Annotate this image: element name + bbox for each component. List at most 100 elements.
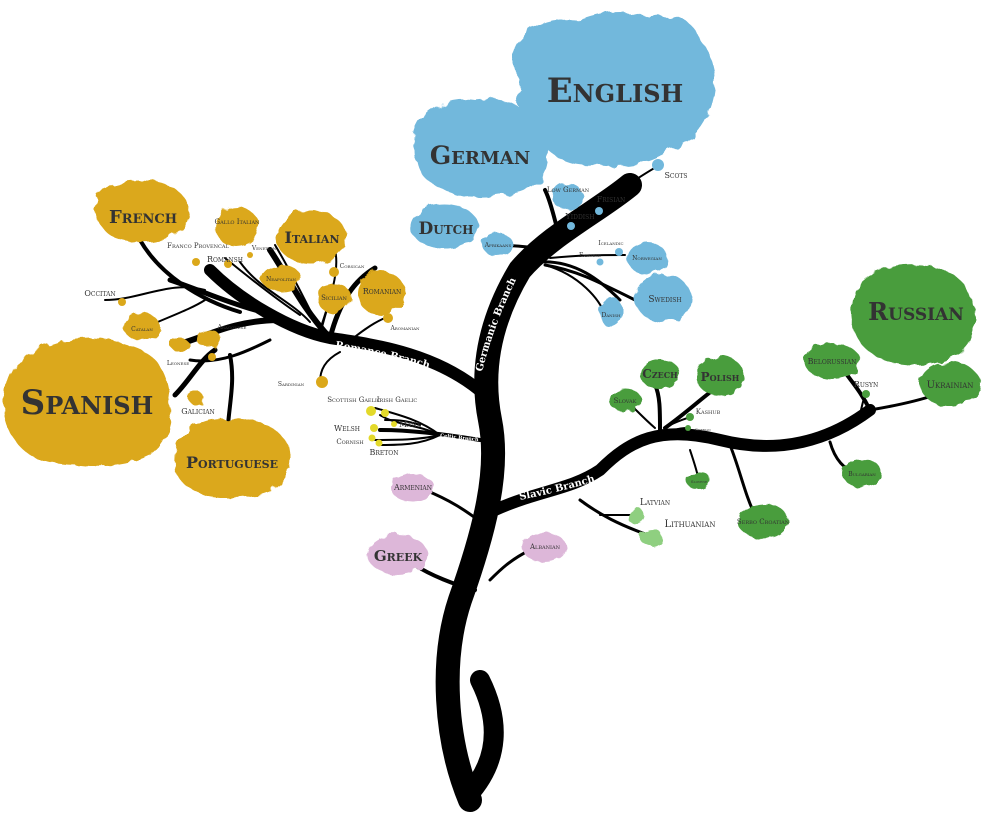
label-sorbian: Sorbian	[695, 427, 711, 432]
label-corsican: Corsican	[340, 263, 365, 270]
celtic-labels: Scottish Gaelic Irish Gaelic Manx Welsh …	[327, 396, 421, 457]
english-blob	[512, 11, 716, 167]
label-ukrainian: Ukrainian	[927, 380, 974, 391]
label-slovene: Slovene	[691, 479, 707, 484]
label-spanish: Spanish	[21, 383, 154, 423]
slavic-branch-label: Slavic Branch	[518, 474, 596, 503]
romance-group	[3, 180, 405, 498]
label-aromanian: Aromanian	[389, 325, 420, 332]
label-neapolitan: Neapolitan	[266, 276, 297, 283]
portuguese-blob	[174, 417, 290, 498]
gallo-italian-blob	[215, 207, 259, 247]
slovak-blob	[609, 388, 641, 412]
label-greek: Greek	[374, 547, 423, 565]
breton-dot	[375, 439, 383, 447]
polish-blob	[696, 356, 744, 396]
label-low-german: Low German	[547, 186, 590, 194]
belorussian-blob	[804, 343, 860, 379]
cornish-dot	[368, 434, 376, 442]
sicilian-blob	[317, 283, 351, 313]
slavic-labels: Russian Belorussian Rusyn Ukrainian Czec…	[614, 297, 974, 530]
germanic-labels: English German Dutch Low German Frisian …	[418, 71, 687, 319]
dutch-blob	[410, 204, 478, 248]
serbo-croatian-blob	[738, 503, 788, 539]
catalan-blob	[124, 313, 160, 341]
faroese-dot	[596, 258, 604, 266]
yiddish-dot	[567, 222, 575, 230]
lithuanian-blob	[640, 528, 662, 546]
afrikaans-blob	[483, 233, 513, 257]
label-kashub: Kashub	[696, 408, 721, 416]
frisian-dot	[595, 207, 603, 215]
spanish-blob	[3, 337, 171, 467]
aragonese-blob	[197, 330, 221, 348]
swedish-blob	[635, 274, 691, 322]
label-occitan: Occitan	[84, 289, 115, 298]
label-albanian: Albanian	[529, 543, 561, 551]
label-dutch: Dutch	[418, 219, 473, 239]
label-gallo-italian: Gallo Italian	[215, 218, 261, 226]
franco-provencal-dot	[192, 258, 200, 266]
label-venetian: Venetian	[251, 245, 277, 252]
celtic-group	[366, 406, 397, 447]
sorbian-dot	[685, 425, 691, 431]
other-ie-labels: Armenian Greek Albanian	[374, 483, 561, 565]
danish-blob	[599, 297, 623, 327]
galician-blob	[188, 392, 204, 404]
label-armenian: Armenian	[393, 483, 432, 492]
slovene-blob	[687, 472, 711, 490]
norwegian-blob	[627, 242, 667, 274]
romansh-dot	[224, 260, 232, 268]
manx-dot	[391, 421, 397, 427]
label-catalan: Catalan	[131, 326, 153, 333]
scottish-gaelic-dot	[366, 406, 376, 416]
label-icelandic: Icelandic	[598, 240, 623, 247]
german-blob	[413, 99, 548, 197]
label-romansh: Romansh	[207, 255, 243, 264]
label-serbo-croatian: Serbo Croatian	[737, 518, 790, 526]
label-cornish: Cornish	[336, 438, 364, 446]
latvian-blob	[627, 508, 645, 524]
irish-gaelic-dot	[381, 409, 389, 417]
label-aragonese: Aragonese	[217, 324, 247, 331]
welsh-dot	[370, 424, 378, 432]
armenian-blob	[391, 474, 435, 502]
label-german: German	[430, 141, 530, 170]
french-blob	[95, 180, 189, 242]
bulgarian-blob	[842, 459, 882, 487]
greek-blob	[368, 535, 428, 575]
germanic-group	[410, 11, 716, 327]
label-yiddish: Yiddish	[565, 212, 595, 221]
label-polish: Polish	[701, 370, 740, 384]
slavic-group	[609, 264, 980, 539]
label-norwegian: Norwegian	[632, 255, 662, 262]
label-french: French	[109, 207, 177, 228]
occitan-dot	[118, 298, 126, 306]
label-english: English	[547, 71, 683, 111]
romanian-blob	[357, 271, 405, 315]
czech-blob	[640, 359, 680, 389]
russian-blob	[851, 264, 975, 365]
label-czech: Czech	[642, 367, 678, 381]
label-portuguese: Portuguese	[186, 453, 278, 472]
label-slovak: Slovak	[614, 397, 637, 405]
corsican-dot	[329, 267, 339, 277]
label-faroese: Faroese	[579, 252, 601, 259]
label-lithuanian: Lithuanian	[665, 519, 716, 530]
scots-dot	[652, 159, 664, 171]
sardinian-dot	[316, 376, 328, 388]
label-scots: Scots	[664, 171, 687, 180]
icelandic-dot	[615, 248, 623, 256]
label-leonese: Leonese	[167, 360, 189, 367]
label-manx: Manx	[399, 420, 422, 429]
label-breton: Breton	[370, 448, 399, 457]
label-sardinian: Sardinian	[278, 381, 305, 388]
venetian-dot	[247, 252, 253, 258]
ukrainian-blob	[920, 362, 980, 406]
romance-labels: Spanish Portuguese French Italian Gallo …	[21, 207, 420, 472]
label-franco-provencal: Franco Provencal	[167, 242, 229, 250]
label-sicilian: Sicilian	[321, 294, 347, 302]
label-belorussian: Belorussian	[808, 357, 857, 366]
